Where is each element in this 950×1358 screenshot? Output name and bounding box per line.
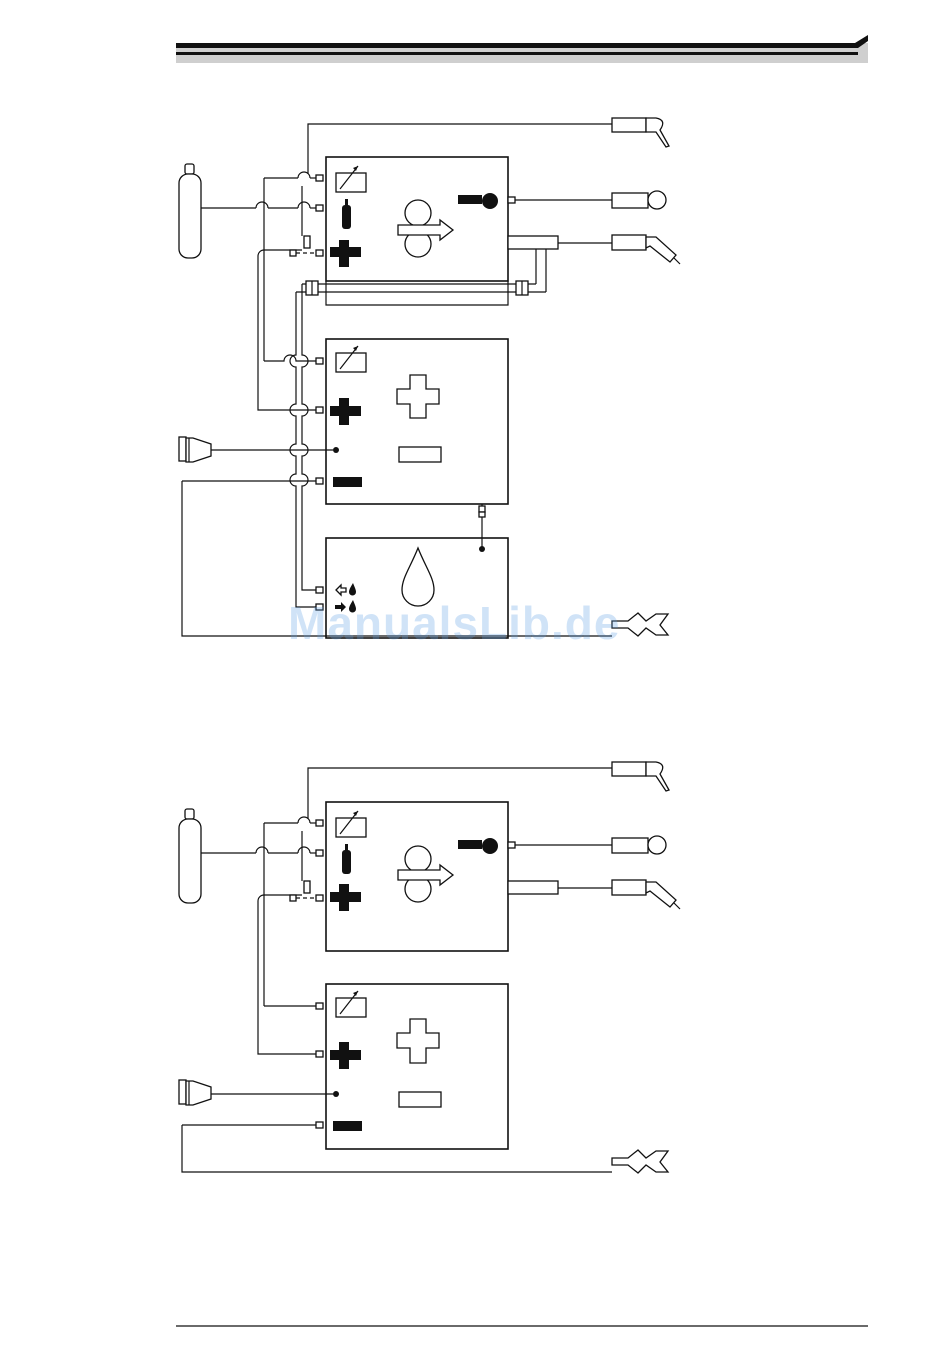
watermark-text: ManualsLib.de (288, 596, 688, 656)
gas-cylinder (179, 164, 201, 258)
mains-input-terminal (333, 447, 339, 453)
diagram-without-cooler (179, 762, 680, 1173)
diagram-with-cooler (179, 118, 680, 638)
euro-torch-connector (508, 881, 558, 894)
push-pull-gun (612, 836, 666, 854)
minus-terminal-icon (333, 477, 362, 487)
push-pull-gun (612, 191, 666, 209)
euro-torch-connector (508, 236, 558, 249)
mains-input-terminal (333, 1091, 339, 1097)
welding-torch (612, 235, 680, 264)
header-band (176, 35, 868, 63)
minus-symbol-outline (399, 447, 441, 462)
remote-control (612, 762, 669, 791)
gas-cylinder (179, 809, 201, 903)
minus-terminal-icon (333, 1121, 362, 1131)
remote-control (612, 118, 669, 147)
mains-plug (179, 1080, 211, 1105)
mains-plug (179, 437, 211, 462)
earth-clamp (612, 1150, 668, 1173)
welding-torch (612, 880, 680, 909)
minus-symbol-outline (399, 1092, 441, 1107)
